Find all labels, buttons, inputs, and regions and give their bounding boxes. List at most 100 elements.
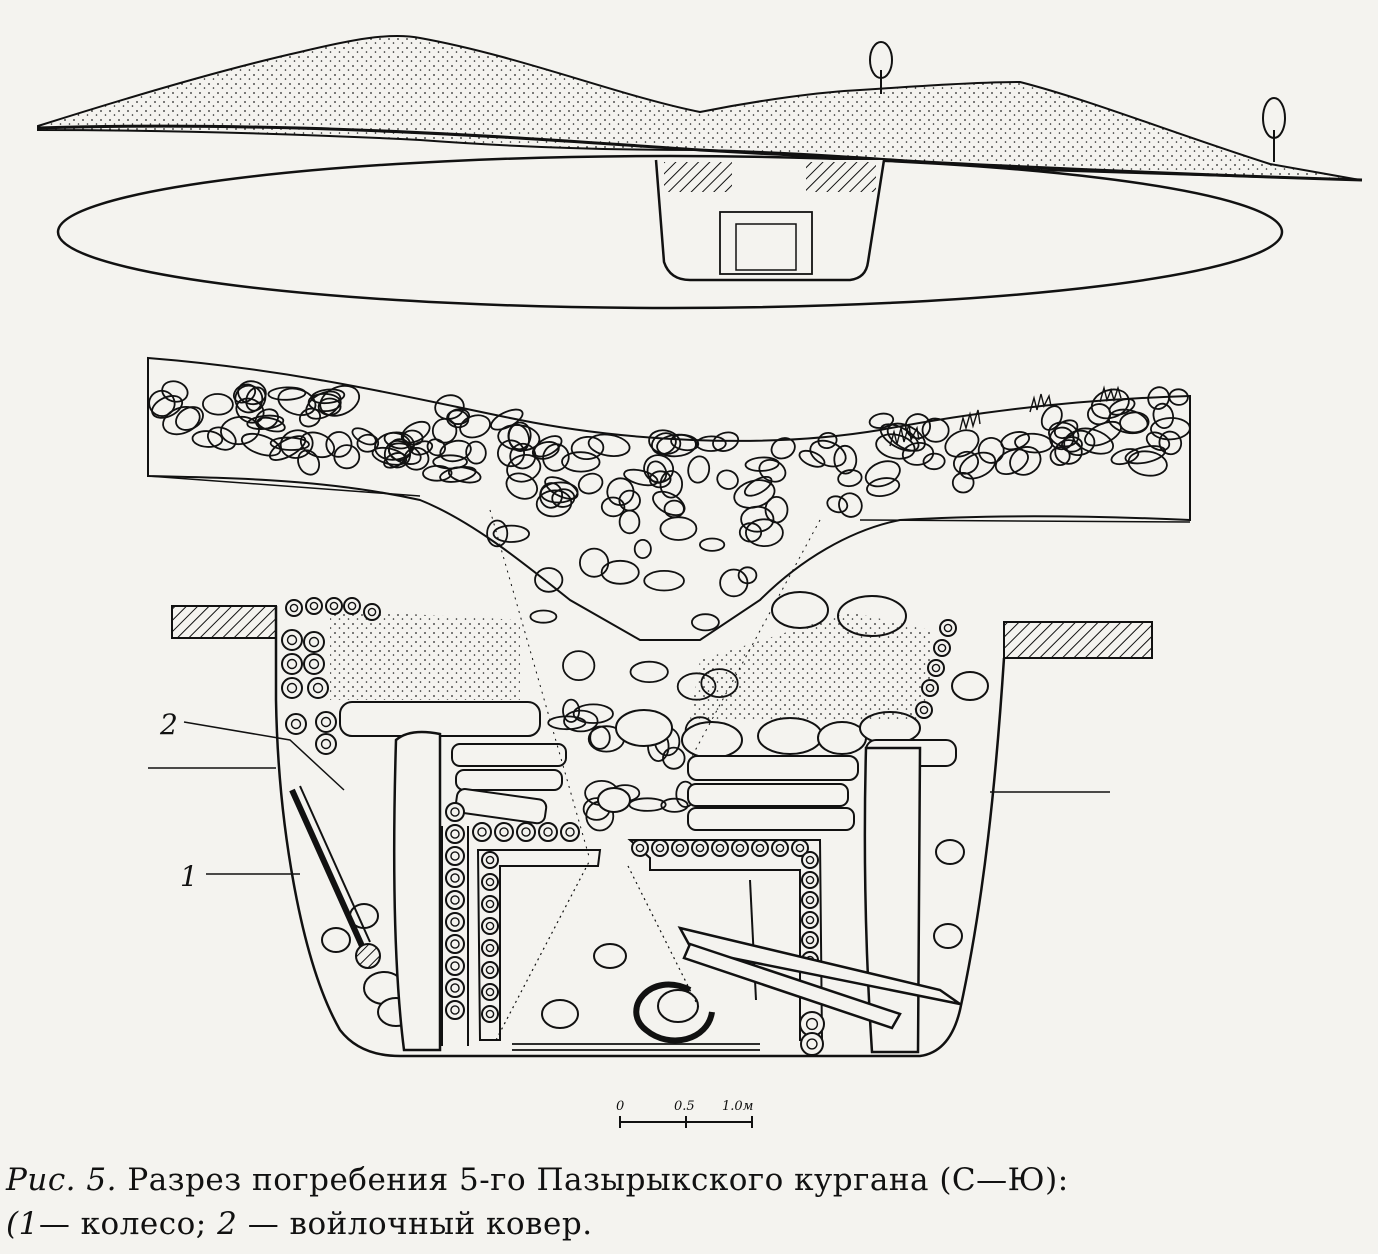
log-end-ring: [927, 659, 945, 677]
cobble-stone: [1145, 431, 1171, 452]
cobble-stone: [901, 442, 935, 466]
cobble-stone: [570, 435, 605, 461]
cobble-stone: [162, 406, 201, 436]
log-end-ring: [481, 851, 499, 869]
cobble-stone: [534, 567, 564, 593]
log-end-ring: [801, 851, 819, 869]
cobble-stone: [432, 454, 468, 470]
cobble-stone: [562, 650, 596, 681]
cobble-stone: [944, 429, 980, 458]
boulder: [757, 717, 823, 755]
cobble-stone: [1014, 432, 1054, 454]
cobble-stone: [712, 431, 740, 452]
cobble-stone: [531, 441, 560, 460]
log-end-ring: [801, 931, 819, 949]
cobble-stone: [1061, 436, 1083, 453]
cobble-stone: [660, 797, 689, 813]
log-planks-left: [339, 701, 567, 825]
cobble-stone: [623, 468, 659, 487]
mound-overview: [37, 34, 1363, 310]
cobble-stone: [486, 519, 509, 548]
cobble-stone: [670, 433, 700, 452]
cobble-stone: [959, 451, 997, 480]
svg-text:2: 2: [159, 708, 178, 741]
cobble-stone: [904, 413, 931, 440]
cobble-stone: [737, 566, 758, 585]
log-end-ring: [671, 839, 689, 857]
log-end-ring: [445, 868, 465, 888]
cobble-stone: [1053, 419, 1079, 440]
cobble-stone: [439, 439, 472, 463]
log-end-ring: [481, 1005, 499, 1023]
cobble-stone: [744, 456, 780, 472]
cobble-stone: [492, 524, 530, 543]
cobble-layer: [147, 356, 1191, 641]
log-end-ring: [799, 1011, 825, 1037]
log-end-ring: [305, 597, 323, 615]
boulder: [593, 943, 627, 969]
log-end-ring: [481, 873, 499, 891]
log-end-ring: [303, 631, 325, 653]
cobble-stone: [333, 444, 361, 470]
cobble-stone: [659, 516, 698, 541]
svg-text:1: 1: [180, 860, 198, 893]
cobble-stone: [879, 423, 920, 452]
log-end-ring: [481, 961, 499, 979]
log-end-ring: [751, 839, 769, 857]
cobble-stone: [402, 429, 424, 446]
cobble-stone: [234, 384, 264, 414]
log-end-ring: [921, 679, 939, 697]
cobble-stone: [544, 476, 579, 500]
mound-stone-layer: [37, 34, 1361, 181]
cobble-stone: [246, 414, 285, 430]
cobble-stone: [600, 496, 626, 518]
tree-icon: [869, 41, 893, 94]
log-end-ring: [801, 911, 819, 929]
cobble-stone: [447, 466, 482, 484]
cobble-stone: [659, 470, 684, 499]
cobble-stone: [798, 449, 826, 468]
cobble-stone: [387, 442, 422, 465]
callout-1: 1: [180, 860, 300, 893]
cobble-stone: [1147, 386, 1170, 410]
log-end-ring: [731, 839, 749, 857]
caption-prefix: Рис. 5.: [6, 1162, 117, 1198]
cobble-stone: [866, 477, 901, 498]
log-end-ring: [445, 912, 465, 932]
cobble-stone: [743, 475, 773, 497]
log-end-ring: [445, 824, 465, 844]
cobble-stone: [533, 435, 563, 458]
cobble-stone: [410, 440, 434, 456]
cobble-stone: [758, 459, 787, 483]
caption-item-1-number: (1: [6, 1206, 39, 1242]
burial-section-detail: 2 1 0 0.5 1.0м: [147, 356, 1191, 1128]
cobble-stone: [648, 429, 682, 455]
log-end-ring: [472, 822, 492, 842]
cobble-stone: [1090, 388, 1130, 420]
cobble-stone: [589, 725, 611, 750]
cobble-stone: [161, 380, 189, 403]
cobble-stone: [864, 460, 901, 488]
wheel: [289, 785, 381, 969]
cobble-stone: [868, 412, 895, 429]
cobble-stone: [1152, 402, 1175, 429]
log-end-ring: [303, 653, 325, 675]
cobble-stone: [279, 429, 314, 459]
log-end-ring: [711, 839, 729, 857]
cobble-stone: [191, 430, 224, 448]
cobble-stone: [422, 464, 453, 482]
cobble-stone: [817, 432, 838, 449]
log-end-ring: [651, 839, 669, 857]
cobble-stone: [695, 435, 727, 452]
cobble-stone: [921, 417, 950, 443]
cobble-stone: [633, 539, 652, 560]
cobble-stone: [922, 452, 946, 471]
svg-text:0: 0: [616, 1099, 624, 1114]
cobble-stone: [618, 509, 641, 535]
cobble-stone: [809, 439, 847, 468]
cobble-stone: [578, 547, 610, 578]
cobble-stone: [833, 444, 858, 475]
log-end-ring: [315, 733, 337, 755]
cobble-stone: [267, 386, 307, 401]
boulder: [933, 923, 963, 949]
